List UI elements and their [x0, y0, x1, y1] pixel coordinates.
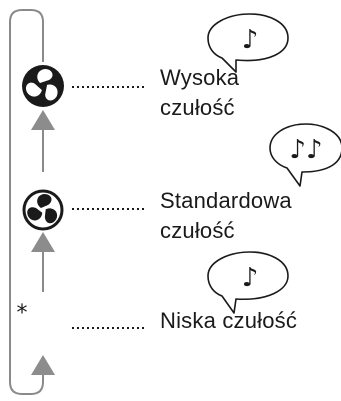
up-arrow-2 — [31, 232, 55, 292]
cycle-loop-line — [9, 9, 44, 395]
speech-bubble-2: ♪♪ — [269, 123, 341, 187]
low-sensitivity-label: Niska czułość — [160, 308, 298, 333]
up-arrow-1 — [31, 110, 55, 172]
music-note-icon: ♪ — [242, 25, 259, 55]
music-note-icon: ♪ — [242, 263, 259, 293]
high-sensitivity-label-line1: Wysoka — [160, 65, 240, 90]
double-music-note-icon: ♪♪ — [289, 135, 322, 165]
up-arrow-3 — [31, 355, 55, 375]
standard-sensitivity-label-line2: czułość — [160, 218, 235, 243]
standard-sensitivity-label-line1: Standardowa — [160, 188, 292, 213]
high-sensitivity-label-line2: czułość — [160, 95, 235, 120]
moon-star-icon: * — [17, 301, 68, 346]
fan-icon-outline — [22, 189, 64, 231]
speech-bubble-3: ♪ — [207, 251, 289, 314]
fan-icon-filled — [22, 65, 64, 107]
svg-text:*: * — [17, 301, 28, 326]
speech-bubble-1: ♪ — [207, 13, 289, 73]
